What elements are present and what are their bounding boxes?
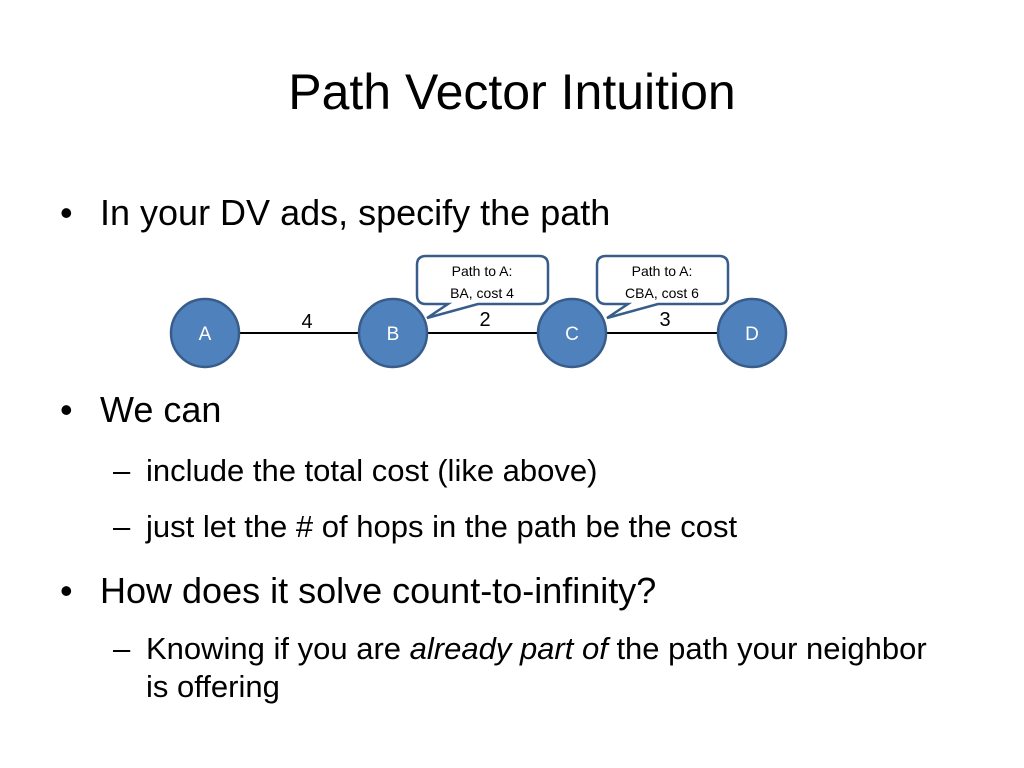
- dash-mark: –: [113, 631, 131, 666]
- node-d: D: [716, 297, 788, 369]
- node-a-label: A: [199, 324, 212, 345]
- subbullet-text: just let the # of hops in the path be th…: [146, 509, 738, 544]
- bullet-text: In your DV ads, specify the path: [100, 192, 611, 233]
- callout-c-line1: Path to A:: [632, 263, 693, 279]
- dash-mark: –: [113, 509, 131, 544]
- dash-mark: –: [113, 453, 131, 488]
- slide-title: Path Vector Intuition: [288, 64, 736, 120]
- bullet-mark: •: [60, 570, 73, 611]
- subbullet-total-cost: – include the total cost (like above): [113, 452, 913, 490]
- bullet-specify-path: • In your DV ads, specify the path: [60, 191, 610, 234]
- edge-cost-c-d: 3: [659, 309, 670, 331]
- node-c: C: [536, 297, 608, 369]
- node-b: B: [357, 297, 429, 369]
- bullet-mark: •: [60, 389, 73, 430]
- bullet-text: We can: [100, 389, 222, 430]
- node-a: A: [169, 297, 241, 369]
- bullet-mark: •: [60, 192, 73, 233]
- node-b-label: B: [387, 324, 400, 345]
- subbullet-text-after: the path your neighbor is offering: [146, 631, 927, 704]
- subbullet-knowing: – Knowing if you are already part of the…: [113, 630, 933, 706]
- bullet-text: How does it solve count-to-infinity?: [100, 570, 657, 611]
- callout-c-line2: CBA, cost 6: [625, 285, 699, 301]
- edge-cost-b-c: 2: [479, 309, 490, 331]
- bullet-we-can: • We can: [60, 388, 221, 431]
- edge-cost-a-b: 4: [301, 311, 312, 333]
- node-c-label: C: [565, 324, 579, 345]
- subbullet-emphasis: already part of: [409, 631, 608, 666]
- callout-b-line2: BA, cost 4: [450, 285, 514, 301]
- subbullet-hops: – just let the # of hops in the path be …: [113, 508, 913, 546]
- callout-b: [415, 254, 550, 320]
- callout-c: [595, 254, 730, 320]
- subbullet-text: Knowing if you are already part of the p…: [146, 630, 933, 706]
- subbullet-text-before: Knowing if you are: [146, 631, 410, 666]
- callout-b-line1: Path to A:: [452, 263, 513, 279]
- bullet-count-to-infinity: • How does it solve count-to-infinity?: [60, 569, 656, 612]
- node-d-label: D: [745, 324, 759, 345]
- subbullet-text: include the total cost (like above): [146, 453, 598, 488]
